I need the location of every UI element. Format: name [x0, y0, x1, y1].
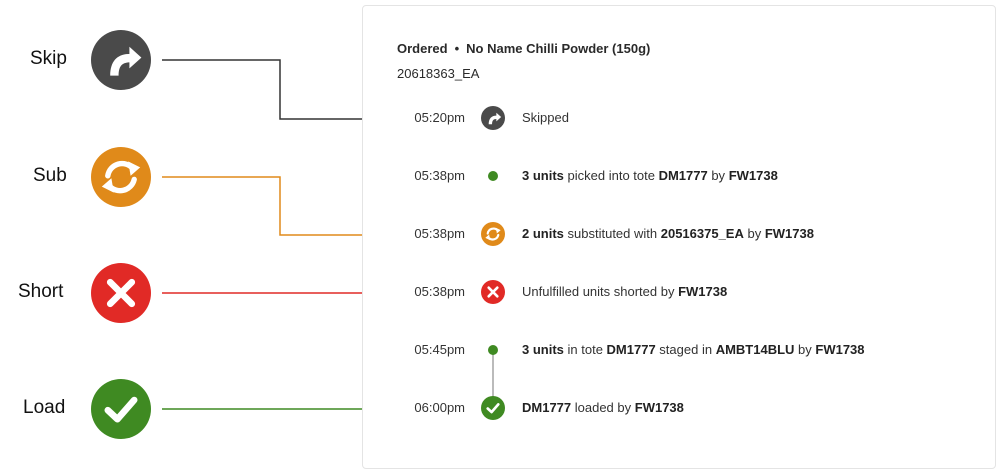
legend-label-short: Short: [18, 281, 64, 302]
event-time: 06:00pm: [414, 400, 465, 415]
event-highlight: FW1738: [634, 400, 684, 415]
event-time: 05:20pm: [414, 110, 465, 125]
event-description: Skipped: [522, 110, 569, 125]
event-highlight: 3 units: [522, 342, 564, 357]
event-text: Skipped: [522, 110, 569, 125]
dot-icon: [488, 345, 498, 355]
card-title: Ordered • No Name Chilli Powder (150g): [397, 41, 650, 56]
event-text: substituted with: [563, 226, 661, 241]
event-highlight: FW1738: [764, 226, 814, 241]
event-description: 3 units picked into tote DM1777 by FW173…: [522, 168, 778, 183]
event-text: picked into tote: [563, 168, 659, 183]
substitute-cycle-icon: [91, 147, 151, 207]
event-highlight: FW1738: [815, 342, 865, 357]
short-x-icon: [91, 263, 151, 323]
legend-label-load: Load: [23, 397, 66, 418]
event-time: 05:45pm: [414, 342, 465, 357]
timeline-connector-line: [492, 354, 494, 398]
order-history-card: [362, 5, 996, 469]
order-status: Ordered: [397, 41, 448, 56]
load-check-icon: [91, 379, 151, 439]
event-description: DM1777 loaded by FW1738: [522, 400, 684, 415]
event-highlight: AMBT14BLU: [715, 342, 795, 357]
skip-arrow-icon: [91, 30, 151, 90]
skip-arrow-icon: [481, 106, 505, 130]
event-time: 05:38pm: [414, 168, 465, 183]
event-highlight: DM1777: [658, 168, 708, 183]
event-highlight: 20516375_EA: [660, 226, 744, 241]
event-highlight: FW1738: [678, 284, 728, 299]
event-text: by: [794, 342, 816, 357]
skip-connector-line: [162, 59, 398, 120]
event-highlight: FW1738: [728, 168, 778, 183]
event-description: 3 units in tote DM1777 staged in AMBT14B…: [522, 342, 865, 357]
event-highlight: 2 units: [522, 226, 564, 241]
event-text: staged in: [655, 342, 716, 357]
title-separator: •: [454, 41, 460, 56]
event-description: Unfulfilled units shorted by FW1738: [522, 284, 727, 299]
event-text: in tote: [563, 342, 607, 357]
substitute-cycle-icon: [481, 222, 505, 246]
event-description: 2 units substituted with 20516375_EA by …: [522, 226, 814, 241]
legend-label-sub: Sub: [33, 165, 67, 186]
event-text: Unfulfilled units shorted by: [522, 284, 679, 299]
event-text: by: [743, 226, 765, 241]
product-sku: 20618363_EA: [397, 66, 480, 81]
event-highlight: DM1777: [522, 400, 572, 415]
event-text: loaded by: [571, 400, 635, 415]
dot-icon: [488, 171, 498, 181]
short-x-icon: [481, 280, 505, 304]
legend-label-skip: Skip: [30, 48, 67, 69]
event-text: by: [707, 168, 729, 183]
event-highlight: DM1777: [606, 342, 656, 357]
product-name: No Name Chilli Powder (150g): [466, 41, 651, 56]
load-check-icon: [481, 396, 505, 420]
event-highlight: 3 units: [522, 168, 564, 183]
event-time: 05:38pm: [414, 284, 465, 299]
sub-connector-line: [162, 176, 398, 236]
event-time: 05:38pm: [414, 226, 465, 241]
